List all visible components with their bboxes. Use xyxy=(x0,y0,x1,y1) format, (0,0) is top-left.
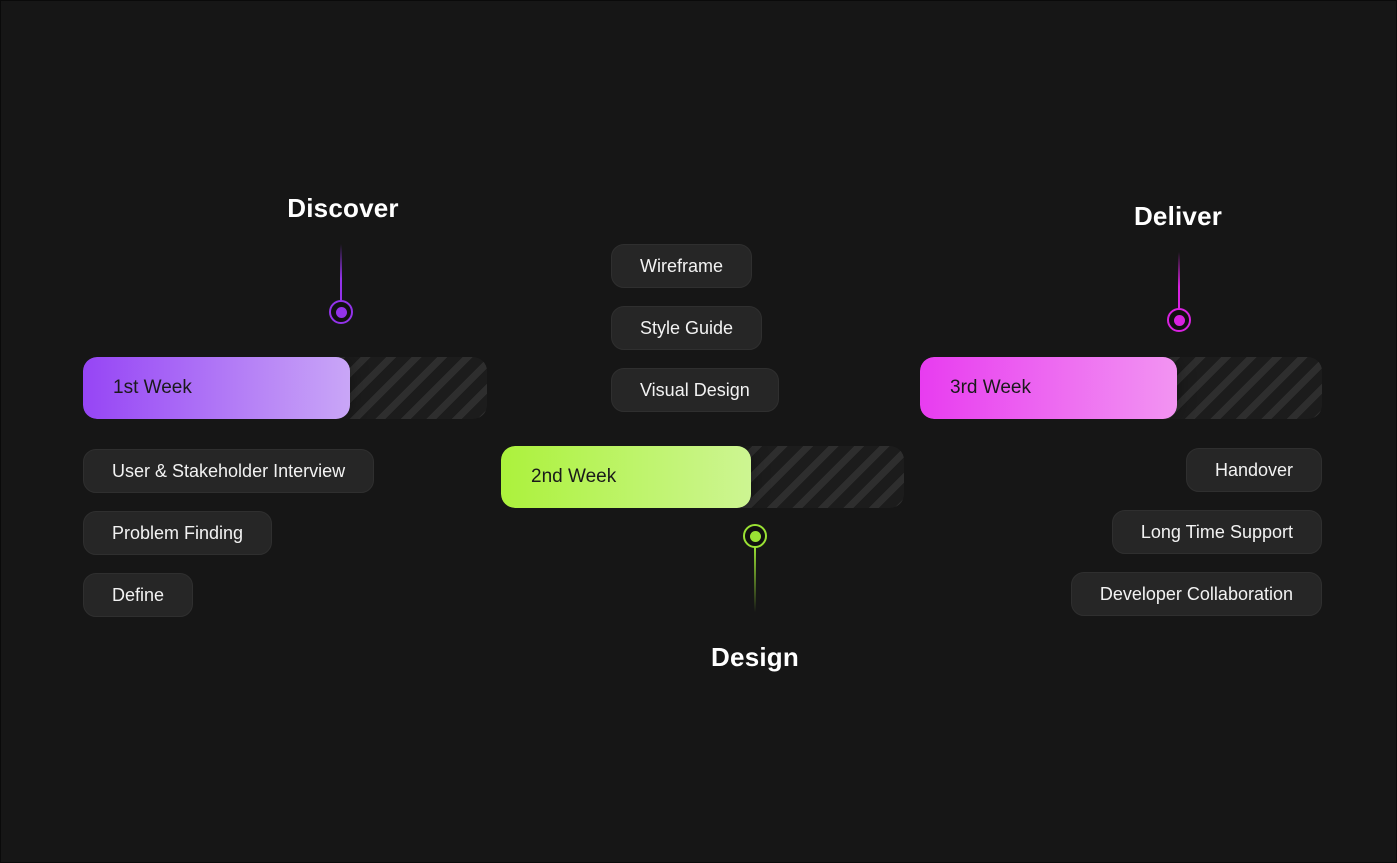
progress-fill-discover[interactable]: 1st Week xyxy=(83,357,350,419)
task-label: Problem Finding xyxy=(112,522,244,543)
phase-label-deliver: Deliver xyxy=(1133,201,1223,231)
marker-stem-discover xyxy=(340,244,342,302)
task-label: Style Guide xyxy=(640,317,734,338)
phase-label-discover: Discover xyxy=(287,193,399,223)
task-pill-user-stakeholder-interview[interactable]: User & Stakeholder Interview xyxy=(83,449,375,493)
task-label: Handover xyxy=(1214,459,1293,480)
task-pill-visual-design[interactable]: Visual Design xyxy=(611,368,779,412)
phase-label-design: Design xyxy=(711,642,799,672)
task-label: User & Stakeholder Interview xyxy=(112,460,346,481)
progress-label-discover: 1st Week xyxy=(113,377,192,398)
progress-label-design: 2nd Week xyxy=(531,466,617,487)
task-pill-wireframe[interactable]: Wireframe xyxy=(611,244,753,288)
marker-stem-deliver xyxy=(1178,252,1180,310)
progress-track-discover: 1st Week xyxy=(83,357,487,419)
progress-track-design: 2nd Week xyxy=(501,446,904,508)
task-label: Developer Collaboration xyxy=(1099,583,1293,604)
marker-dot-design xyxy=(743,524,767,548)
marker-dot-deliver xyxy=(1167,308,1191,332)
task-label: Visual Design xyxy=(640,379,750,400)
progress-fill-deliver[interactable]: 3rd Week xyxy=(920,357,1178,419)
progress-fill-design[interactable]: 2nd Week xyxy=(501,446,751,508)
task-label: Define xyxy=(112,584,165,605)
marker-stem-design xyxy=(754,546,756,612)
task-label: Wireframe xyxy=(640,255,724,276)
marker-dot-discover xyxy=(329,300,353,324)
task-pill-style-guide[interactable]: Style Guide xyxy=(611,306,763,350)
task-label: Long Time Support xyxy=(1140,521,1293,542)
task-pill-define[interactable]: Define xyxy=(83,573,194,617)
task-pill-problem-finding[interactable]: Problem Finding xyxy=(83,511,273,555)
task-pill-long-time-support[interactable]: Long Time Support xyxy=(1111,510,1322,554)
task-pill-developer-collaboration[interactable]: Developer Collaboration xyxy=(1070,572,1322,616)
task-pill-handover[interactable]: Handover xyxy=(1185,448,1322,492)
progress-label-deliver: 3rd Week xyxy=(950,377,1031,398)
progress-track-deliver: 3rd Week xyxy=(920,357,1322,419)
